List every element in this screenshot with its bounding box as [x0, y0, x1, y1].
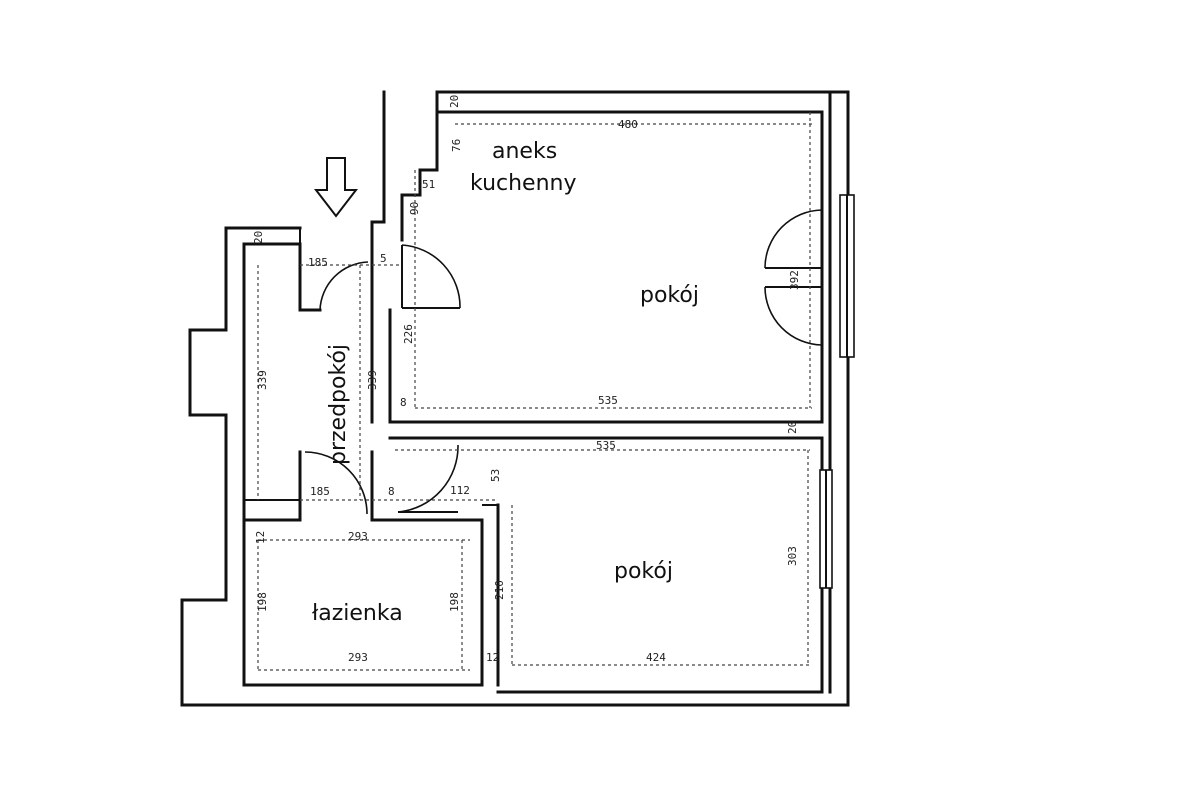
dim-label: 535 [596, 439, 616, 452]
dim-label: 185 [310, 485, 330, 498]
dim-label: 293 [348, 651, 368, 664]
dim-label: 51 [422, 178, 435, 191]
dim-label: 12 [486, 651, 499, 664]
dim-label: 303 [786, 546, 799, 566]
dim-label: 8 [388, 485, 395, 498]
room-label-pokoj-lower: pokój [614, 559, 673, 584]
dim-label: 12 [254, 531, 267, 544]
dim-label: 20 [786, 421, 799, 434]
room-label-kuchenny: kuchenny [470, 171, 577, 196]
dim-label: 90 [408, 202, 421, 215]
dim-label: 226 [402, 324, 415, 344]
dim-label: 53 [489, 469, 502, 482]
windows [819, 194, 855, 589]
dim-label: 392 [788, 270, 801, 290]
dim-label: 198 [256, 592, 269, 612]
arrow-down-icon [313, 157, 359, 218]
dim-label: 20 [252, 231, 265, 244]
dimension-labels: 20 480 76 51 90 5 20 185 392 226 339 339… [252, 95, 801, 664]
outer-walls [180, 90, 850, 707]
dim-label: 210 [493, 580, 506, 600]
room-label-aneks: aneks [492, 139, 557, 164]
dim-label: 76 [450, 139, 463, 152]
dim-label: 112 [450, 484, 470, 497]
dim-label: 8 [400, 396, 407, 409]
room-label-pokoj-upper: pokój [640, 283, 699, 308]
dim-label: 293 [348, 530, 368, 543]
dim-label: 5 [380, 252, 387, 265]
dim-label: 185 [308, 256, 328, 269]
dimension-lines [257, 112, 812, 671]
doors [304, 209, 823, 515]
dim-label: 339 [256, 370, 269, 390]
dim-label: 535 [598, 394, 618, 407]
room-label-lazienka: łazienka [312, 601, 403, 626]
dim-label: 339 [366, 370, 379, 390]
room-label-przedpokoj: przedpokój [326, 344, 351, 465]
dim-label: 480 [618, 118, 638, 131]
dim-label: 198 [448, 592, 461, 612]
dim-label: 424 [646, 651, 666, 664]
dim-label: 20 [448, 95, 461, 108]
